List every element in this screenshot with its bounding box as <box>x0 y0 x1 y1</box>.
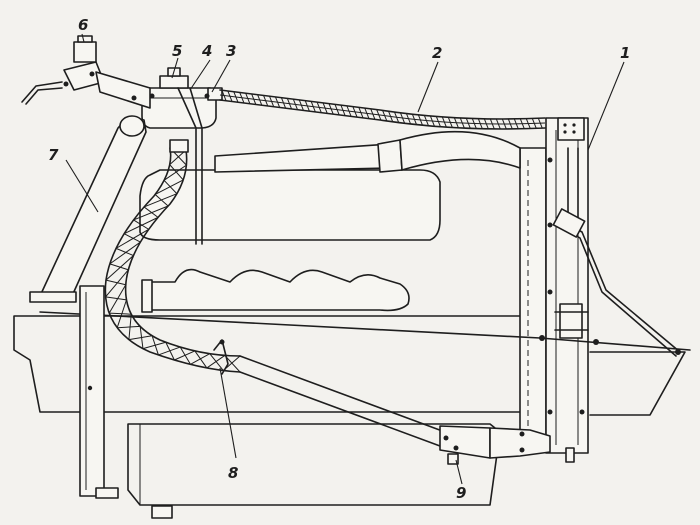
lower-hose <box>239 355 551 465</box>
front-cover <box>79 285 119 499</box>
vent-hose <box>219 89 546 130</box>
callout-labels: 1 2 3 4 5 6 7 8 9 <box>48 16 630 502</box>
radiator <box>519 117 589 463</box>
tie-rod <box>39 311 691 351</box>
upper-hose <box>214 130 521 173</box>
callout-4: 4 <box>201 42 212 60</box>
callout-6: 6 <box>78 16 88 34</box>
heater-hose <box>95 71 151 109</box>
callout-2: 2 <box>432 44 442 62</box>
coolant-hose <box>104 139 241 373</box>
callout-9: 9 <box>456 484 466 502</box>
callout-8: 8 <box>228 464 238 482</box>
callout-7: 7 <box>48 146 59 164</box>
support-strut <box>29 115 147 303</box>
valve-cover <box>139 169 441 241</box>
callout-3: 3 <box>226 42 236 60</box>
intake-manifold <box>141 268 410 313</box>
hose-bracket <box>213 339 229 375</box>
radiator-stay-rod <box>552 208 681 357</box>
callout-1: 1 <box>620 44 630 62</box>
heater-tap <box>21 35 105 105</box>
drain-plug <box>151 505 173 519</box>
leader-lines <box>65 33 625 485</box>
callout-5: 5 <box>172 42 182 60</box>
